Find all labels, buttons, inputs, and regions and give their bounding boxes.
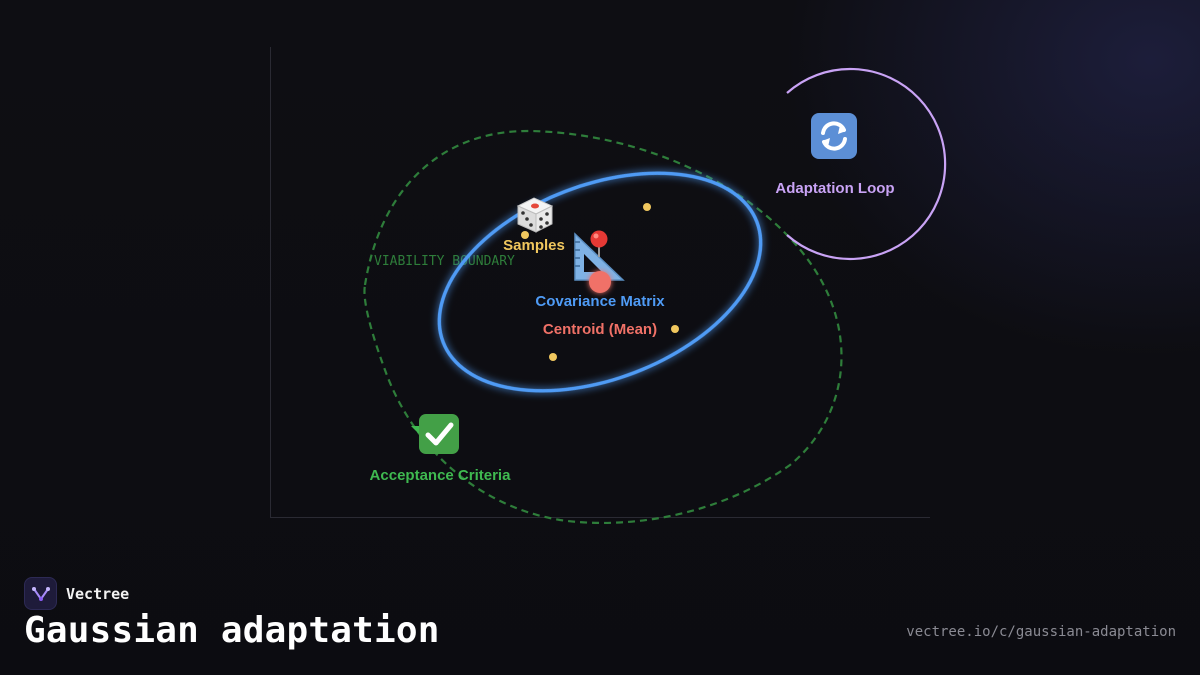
sample-point — [643, 203, 651, 211]
page-url[interactable]: vectree.io/c/gaussian-adaptation — [906, 624, 1176, 640]
samples-label: Samples — [503, 237, 565, 254]
sample-point — [549, 353, 557, 361]
acceptance-criteria-label: Acceptance Criteria — [370, 467, 512, 484]
centroid-label: Centroid (Mean) — [543, 321, 657, 338]
covariance-ellipse — [437, 171, 763, 393]
viability-boundary — [363, 129, 843, 525]
adaptation-loop-label: Adaptation Loop — [775, 180, 894, 197]
page-title: Gaussian adaptation — [24, 610, 440, 651]
vectree-logo-icon — [24, 577, 57, 610]
covariance-matrix-label: Covariance Matrix — [535, 293, 665, 310]
check-mark-button-icon — [411, 414, 459, 454]
pushpin-icon — [590, 230, 608, 257]
counterclockwise-arrows-icon — [811, 113, 857, 159]
brand-name: Vectree — [66, 584, 130, 603]
dice-icon — [516, 197, 554, 233]
sample-point — [521, 231, 529, 239]
adaptation-loop-arc — [786, 67, 947, 261]
viability-boundary-label: VIABILITY BOUNDARY — [374, 254, 515, 269]
brand: Vectree — [24, 577, 129, 610]
centroid-marker — [589, 271, 611, 293]
sample-point — [671, 325, 679, 333]
